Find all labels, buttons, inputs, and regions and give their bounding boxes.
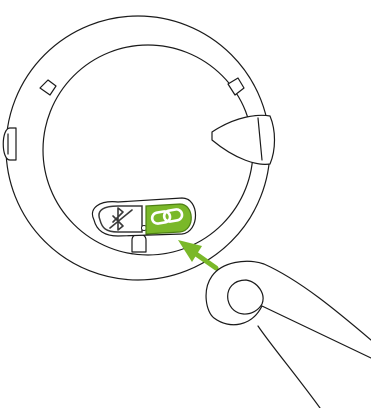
bluetooth-crossed-icon xyxy=(109,207,133,231)
link-chain-icon xyxy=(150,208,184,225)
bluetooth-off-button[interactable] xyxy=(98,205,143,233)
rim-tab-left xyxy=(39,79,57,96)
side-indicator-notch xyxy=(257,117,263,161)
pair-link-button[interactable] xyxy=(145,203,192,235)
button-strip xyxy=(91,197,196,237)
side-knob xyxy=(2,127,17,161)
rim-tab-right xyxy=(227,77,245,96)
press-arrow-icon xyxy=(178,240,219,271)
rim-tab-bottom xyxy=(131,233,147,253)
finger-icon xyxy=(205,260,371,408)
